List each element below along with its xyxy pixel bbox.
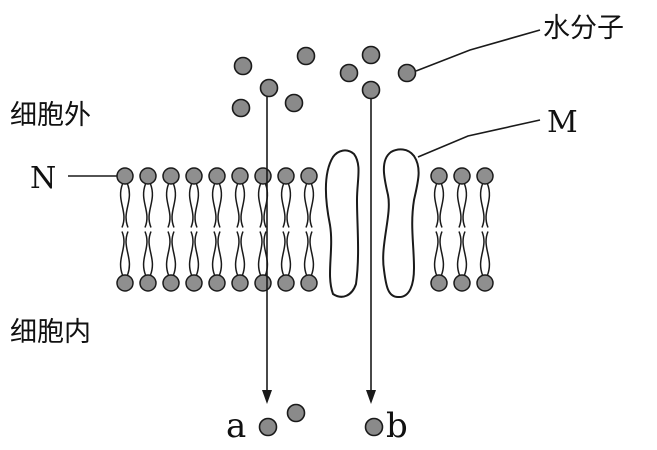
fatty-acid-tail	[188, 231, 194, 276]
fatty-acid-tail	[188, 183, 194, 228]
phospholipid-head	[277, 274, 295, 292]
phospholipid-head	[453, 167, 471, 185]
leader-line-m	[417, 119, 541, 158]
phospholipid-head	[162, 167, 180, 185]
label-lipid-n: N	[30, 161, 56, 196]
label-water: 水分子	[543, 13, 624, 44]
fatty-acid-tail	[165, 231, 171, 276]
fatty-acid-tail	[165, 183, 171, 228]
phospholipid-head	[185, 274, 203, 292]
fatty-acid-tail	[280, 183, 286, 228]
fatty-acid-tail	[119, 231, 125, 276]
fatty-acid-tail	[142, 183, 148, 228]
fatty-acid-tail	[240, 231, 246, 276]
phospholipid-head	[300, 167, 318, 185]
water-molecule	[284, 93, 304, 113]
phospholipid-head	[430, 167, 448, 185]
phospholipid-head	[116, 274, 134, 292]
fatty-acid-tail	[194, 231, 200, 276]
fatty-acid-tail	[217, 183, 223, 228]
fatty-acid-tail	[485, 231, 491, 276]
water-molecule	[258, 417, 278, 437]
fatty-acid-tail	[234, 183, 240, 228]
phospholipid-head	[476, 167, 494, 185]
phospholipid-head	[254, 167, 272, 185]
fatty-acid-tail	[303, 231, 309, 276]
phospholipid-head	[453, 274, 471, 292]
fatty-acid-tail	[234, 231, 240, 276]
phospholipid-head	[162, 274, 180, 292]
water-molecule	[364, 417, 384, 437]
fatty-acid-tail	[171, 231, 177, 276]
fatty-acid-tail	[211, 183, 217, 228]
phospholipid-head	[231, 274, 249, 292]
water-molecule	[361, 80, 381, 100]
fatty-acid-tail	[303, 183, 309, 228]
water-molecule	[233, 56, 253, 76]
fatty-acid-tail	[240, 183, 246, 228]
phospholipid-head	[208, 167, 226, 185]
water-molecule	[259, 78, 279, 98]
fatty-acid-tail	[485, 183, 491, 228]
fatty-acid-tail	[217, 231, 223, 276]
fatty-acid-tail	[119, 183, 125, 228]
fatty-acid-tail	[433, 183, 439, 228]
leader-line-water	[415, 29, 541, 72]
fatty-acid-tail	[286, 231, 292, 276]
phospholipid-head	[116, 167, 134, 185]
phospholipid-bilayer-right	[430, 167, 494, 292]
fatty-acid-tail	[125, 231, 131, 276]
phospholipid-head	[139, 274, 157, 292]
fatty-acid-tail	[456, 183, 462, 228]
water-molecule	[296, 46, 316, 66]
fatty-acid-tail	[148, 183, 154, 228]
phospholipid-head	[476, 274, 494, 292]
phospholipid-head	[231, 167, 249, 185]
label-outside: 细胞外	[10, 100, 91, 131]
fatty-acid-tail	[439, 231, 445, 276]
fatty-acid-tail	[171, 183, 177, 228]
channel-protein-left	[324, 149, 360, 298]
fatty-acid-tail	[280, 231, 286, 276]
label-inside: 细胞内	[10, 317, 91, 348]
fatty-acid-tail	[462, 183, 468, 228]
fatty-acid-tail	[433, 231, 439, 276]
fatty-acid-tail	[148, 231, 154, 276]
phospholipid-head	[430, 274, 448, 292]
fatty-acid-tail	[309, 231, 315, 276]
fatty-acid-tail	[257, 183, 263, 228]
fatty-acid-tail	[286, 183, 292, 228]
phospholipid-head	[139, 167, 157, 185]
phospholipid-head	[185, 167, 203, 185]
channel-protein-right	[382, 148, 420, 299]
fatty-acid-tail	[462, 231, 468, 276]
fatty-acid-tail	[125, 183, 131, 228]
fatty-acid-tail	[211, 231, 217, 276]
fatty-acid-tail	[479, 231, 485, 276]
label-path-b: b	[386, 406, 408, 446]
fatty-acid-tail	[479, 183, 485, 228]
water-molecule	[397, 63, 417, 83]
water-molecule	[361, 45, 381, 65]
fatty-acid-tail	[142, 231, 148, 276]
arrowhead-a	[262, 390, 272, 404]
fatty-acid-tail	[194, 183, 200, 228]
fatty-acid-tail	[257, 231, 263, 276]
phospholipid-head	[277, 167, 295, 185]
fatty-acid-tail	[456, 231, 462, 276]
phospholipid-bilayer-left	[116, 167, 318, 292]
fatty-acid-tail	[309, 183, 315, 228]
arrowhead-b	[366, 390, 376, 404]
phospholipid-head	[208, 274, 226, 292]
water-molecule	[286, 403, 306, 423]
phospholipid-head	[300, 274, 318, 292]
label-path-a: a	[226, 406, 246, 446]
label-protein-m: M	[547, 105, 578, 140]
water-molecule	[231, 98, 251, 118]
fatty-acid-tail	[439, 183, 445, 228]
phospholipid-head	[254, 274, 272, 292]
water-molecule	[339, 63, 359, 83]
